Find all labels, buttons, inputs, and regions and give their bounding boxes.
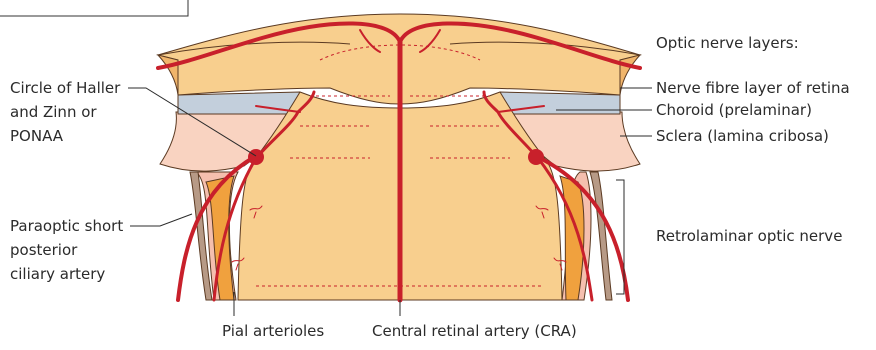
circle-of-haller-node-left — [248, 149, 264, 165]
label-circle-of-haller-2: and Zinn or — [10, 103, 97, 121]
label-sclera: Sclera (lamina cribosa) — [656, 127, 829, 145]
label-paraoptic-1: Paraoptic short — [10, 217, 123, 235]
label-nerve-fibre-layer: Nerve fibre layer of retina — [656, 79, 850, 97]
label-choroid: Choroid (prelaminar) — [656, 101, 812, 119]
circle-of-haller-node-right — [528, 149, 544, 165]
label-circle-of-haller-1: Circle of Haller — [10, 79, 121, 97]
label-paraoptic-3: ciliary artery — [10, 265, 105, 283]
label-retrolaminar-optic-nerve: Retrolaminar optic nerve — [656, 227, 842, 245]
top-left-box — [0, 0, 188, 16]
label-paraoptic-2: posterior — [10, 241, 78, 259]
heading-optic-nerve-layers: Optic nerve layers: — [656, 34, 799, 52]
label-pial-arterioles: Pial arterioles — [222, 322, 324, 340]
label-central-retinal-artery: Central retinal artery (CRA) — [372, 322, 577, 340]
label-circle-of-haller-3: PONAA — [10, 127, 64, 145]
